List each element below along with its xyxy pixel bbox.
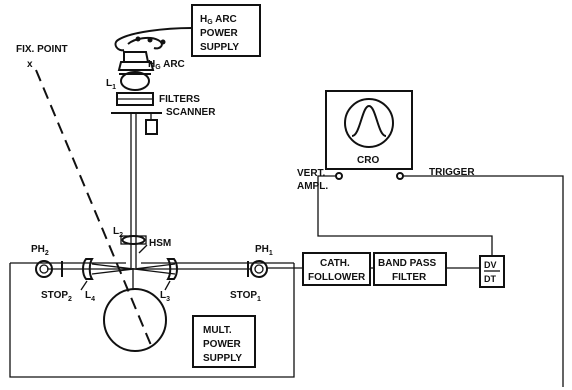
lens-l4-pointer [80,280,88,291]
fix-point-mark: x [27,59,33,70]
vert-ampl-terminal [335,172,343,180]
cable-connector [135,36,141,42]
mult-label-3: SUPPLY [203,353,242,364]
ph2-label: PH2 [31,244,49,257]
lens-l3-pointer [164,280,171,291]
dv-dt-box [479,255,505,288]
cro-screen [344,98,394,148]
stop2-label: STOP2 [41,290,72,303]
fixation-sight-line [35,69,154,351]
hg-arc-power-supply-box [191,4,261,57]
cath-label-1: CATH. [320,258,350,269]
cable-connector [147,37,153,43]
ray-left-upper [91,263,135,270]
ray-right-upper [133,263,176,270]
ray-left-lower [91,268,135,275]
lens-l2-mount [120,235,147,245]
photocell-ph1 [250,260,268,278]
lens-l4 [82,258,94,280]
hg-arc-lamp [123,51,150,63]
mult-label-1: MULT. [203,325,232,336]
lens-l2-label: L2 [113,226,123,239]
main-frame [9,263,295,378]
scanner-motor [145,119,158,135]
lens-l3 [166,258,178,280]
dv-label: DV [484,260,497,270]
hg-supply-line2: POWER [200,28,239,39]
hg-supply-line3: SUPPLY [200,42,239,53]
photocell-ph1-core [254,264,264,274]
hsm-label: HSM [149,238,171,249]
cro-pulse-trace [351,104,387,137]
fix-point-label: FIX. POINT [16,44,68,55]
ph1-label: PH1 [255,244,273,257]
cathode-follower-box [302,252,371,286]
band-label-2: FILTER [392,272,427,283]
lens-l3-label: L3 [160,290,170,303]
lens-l4-label: L4 [85,290,95,303]
ray-right-lower [133,268,176,275]
lens-l2 [121,235,146,245]
photocell-ph2 [35,260,53,278]
vert-ampl-wire [317,175,493,256]
photocell-ph2-core [39,264,49,274]
lens-l1-label: L1 [106,78,116,91]
mult-power-supply-box [192,315,256,368]
scanner-label: SCANNER [166,107,216,118]
mult-label-2: POWER [203,339,242,350]
trigger-wire [403,175,564,387]
vert-ampl-label-2: AMPL. [297,181,328,192]
cro-label: CRO [357,155,379,166]
trigger-terminal [396,172,404,180]
lens-l1 [120,71,150,91]
eye [103,288,167,352]
stop1-label: STOP1 [230,290,261,303]
hg-arc-label: HG ARC [148,59,185,71]
hg-supply-cable [114,27,193,52]
band-label-1: BAND PASS [378,258,436,269]
hsm-pointer [138,244,148,254]
cro-box [325,90,413,170]
vert-ampl-label-1: VERT. [297,168,326,179]
cath-label-2: FOLLOWER [308,272,366,283]
cable-connector [160,39,166,45]
band-pass-filter-box [373,252,447,286]
dt-label: DT [484,274,496,284]
trigger-label: TRIGGER [429,167,475,178]
filters-label: FILTERS [159,94,200,105]
hg-supply-line1: HG ARC [200,14,237,26]
lamp-housing [117,61,155,71]
